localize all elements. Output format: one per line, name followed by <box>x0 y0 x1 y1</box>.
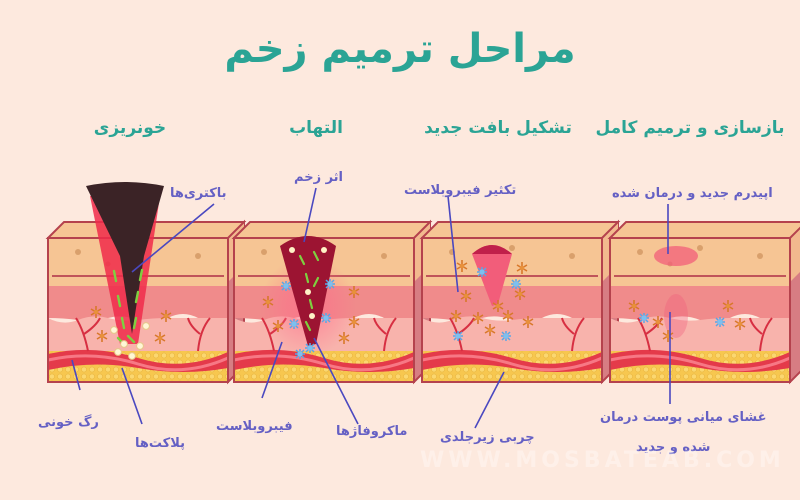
label-subcutaneous-fat: چربی زیرجلدی <box>440 430 535 445</box>
label-dermis-line2: شده و جدید <box>636 440 711 455</box>
label-macrophages: ماکروفاژها <box>336 424 408 439</box>
stage-title-remodeling: بازسازی و ترمیم کامل <box>595 118 785 138</box>
skin-block-remodeling <box>608 220 800 384</box>
label-fibroblast: فیبروبلاست <box>216 419 293 434</box>
label-fibroblast-proliferation: تکثیر فیبروبلاست <box>404 183 517 198</box>
label-new-epidermis: اپیدرم جدید و درمان شده <box>612 186 773 201</box>
skin-block-new-tissue <box>420 220 620 384</box>
label-dermis-line1: غشای میانی پوست درمان <box>600 410 767 425</box>
stage-title-new-tissue: تشکیل بافت جدید <box>424 118 572 138</box>
watermark: WWW.MOSBATEAB.COM <box>420 448 785 473</box>
skin-block-bleeding <box>46 182 246 384</box>
stage-title-bleeding: خونریزی <box>93 118 167 138</box>
label-wound-mark: اثر زخم <box>294 170 343 185</box>
skin-block-inflammation <box>232 220 432 384</box>
leader-lines <box>71 187 671 429</box>
page-title: مراحل ترمیم زخم <box>224 26 576 72</box>
label-platelets: پلاکت‌ها <box>135 436 185 451</box>
label-bacteria: باکتری‌ها <box>170 186 227 201</box>
label-blood-vessel: رگ خونی <box>38 415 99 430</box>
stage-title-inflammation: التهاب <box>289 118 343 138</box>
